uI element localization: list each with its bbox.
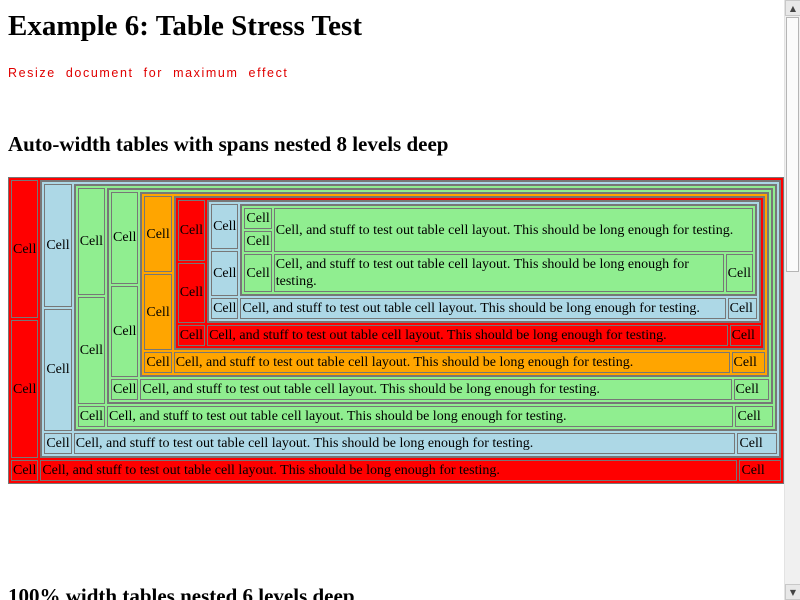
table-cell-long: Cell, and stuff to test out table cell l…: [273, 254, 724, 292]
table-cell: Cell: [739, 460, 781, 481]
table-cell: Cell: [177, 325, 206, 346]
table-cell: Cell: [211, 204, 239, 249]
stress-test-table: Cell Cell Cell: [8, 177, 784, 484]
table-cell-long: Cell, and stuff to test out table cell l…: [240, 298, 726, 319]
page-title: Example 6: Table Stress Test: [8, 10, 362, 42]
table-cell: Cell: [11, 320, 39, 458]
arrow-down-icon: ▼: [789, 587, 797, 597]
table-cell: Cell: [144, 196, 172, 272]
table-cell: Cell: [111, 379, 139, 400]
table-cell-long: Cell, and stuff to test out table cell l…: [173, 352, 730, 373]
table-cell: Cell: [177, 200, 206, 261]
table-cell: Cell: [211, 251, 239, 296]
table-cell: Cell: [144, 274, 172, 350]
table-cell-long: Cell, and stuff to test out table cell l…: [273, 208, 753, 252]
table-cell-long: Cell, and stuff to test out table cell l…: [207, 325, 728, 346]
table-cell: Cell: [177, 262, 206, 323]
nested-table-container: Cell: [207, 200, 761, 323]
scroll-up-button[interactable]: ▲: [785, 0, 800, 16]
table-cell: Cell: [111, 192, 139, 284]
vertical-scrollbar[interactable]: ▲ ▼: [784, 0, 800, 600]
nested-table-container: Cell: [173, 196, 765, 350]
table-cell: Cell: [44, 433, 72, 454]
table-cell: Cell: [77, 297, 106, 404]
nested-table-container: Cell Cell: [73, 184, 777, 431]
scroll-down-button[interactable]: ▼: [785, 584, 800, 600]
section-heading-auto-width: Auto-width tables with spans nested 8 le…: [8, 132, 449, 156]
table-cell: Cell: [727, 298, 757, 319]
page-subtitle: Resize document for maximum effect: [8, 66, 289, 80]
table-cell-long: Cell, and stuff to test out table cell l…: [40, 460, 738, 481]
table-cell: Cell: [77, 188, 106, 295]
table-cell: Cell: [44, 308, 72, 431]
table-cell: Cell: [244, 254, 272, 292]
nested-table-level-5: Cell Cell: [141, 193, 768, 376]
nested-table-container: Cell Cell, and stuff to test out table c…: [240, 204, 757, 296]
table-cell: Cell: [44, 184, 72, 307]
arrow-up-icon: ▲: [789, 3, 797, 13]
table-cell: Cell: [735, 406, 773, 427]
table-cell: Cell: [144, 352, 172, 373]
table-cell-long: Cell, and stuff to test out table cell l…: [73, 433, 736, 454]
table-cell: Cell: [725, 254, 753, 292]
nested-table-level-1: Cell Cell Cell: [8, 177, 784, 484]
nested-table-container: Cell Cell: [40, 180, 781, 458]
nested-table-container: Cell Cell: [140, 192, 769, 377]
table-cell-long: Cell, and stuff to test out table cell l…: [140, 379, 732, 400]
table-cell: Cell: [737, 433, 777, 454]
table-cell: Cell: [11, 180, 39, 318]
nested-table-level-2: Cell Cell: [41, 181, 780, 457]
table-cell: Cell: [11, 460, 39, 481]
table-cell: Cell: [77, 406, 106, 427]
table-cell: Cell: [729, 325, 761, 346]
nested-table-level-3: Cell Cell: [74, 185, 776, 430]
nested-table-level-8: Cell Cell, and stuff to test out table c…: [241, 205, 756, 295]
scrollbar-thumb[interactable]: [786, 17, 799, 272]
table-cell: Cell: [733, 379, 769, 400]
nested-table-container: Cell Cell: [107, 188, 773, 404]
nested-table-level-4: Cell Cell: [108, 189, 772, 403]
table-cell: Cell: [731, 352, 765, 373]
table-cell: Cell: [244, 231, 272, 252]
table-cell: Cell: [211, 298, 239, 319]
table-cell: Cell: [111, 285, 139, 377]
table-cell: Cell: [244, 208, 272, 229]
table-cell-long: Cell, and stuff to test out table cell l…: [107, 406, 734, 427]
nested-table-level-6: Cell: [174, 197, 764, 349]
section-heading-percent-width: 100% width tables nested 6 levels deep: [8, 584, 355, 600]
nested-table-level-7: Cell: [208, 201, 760, 322]
